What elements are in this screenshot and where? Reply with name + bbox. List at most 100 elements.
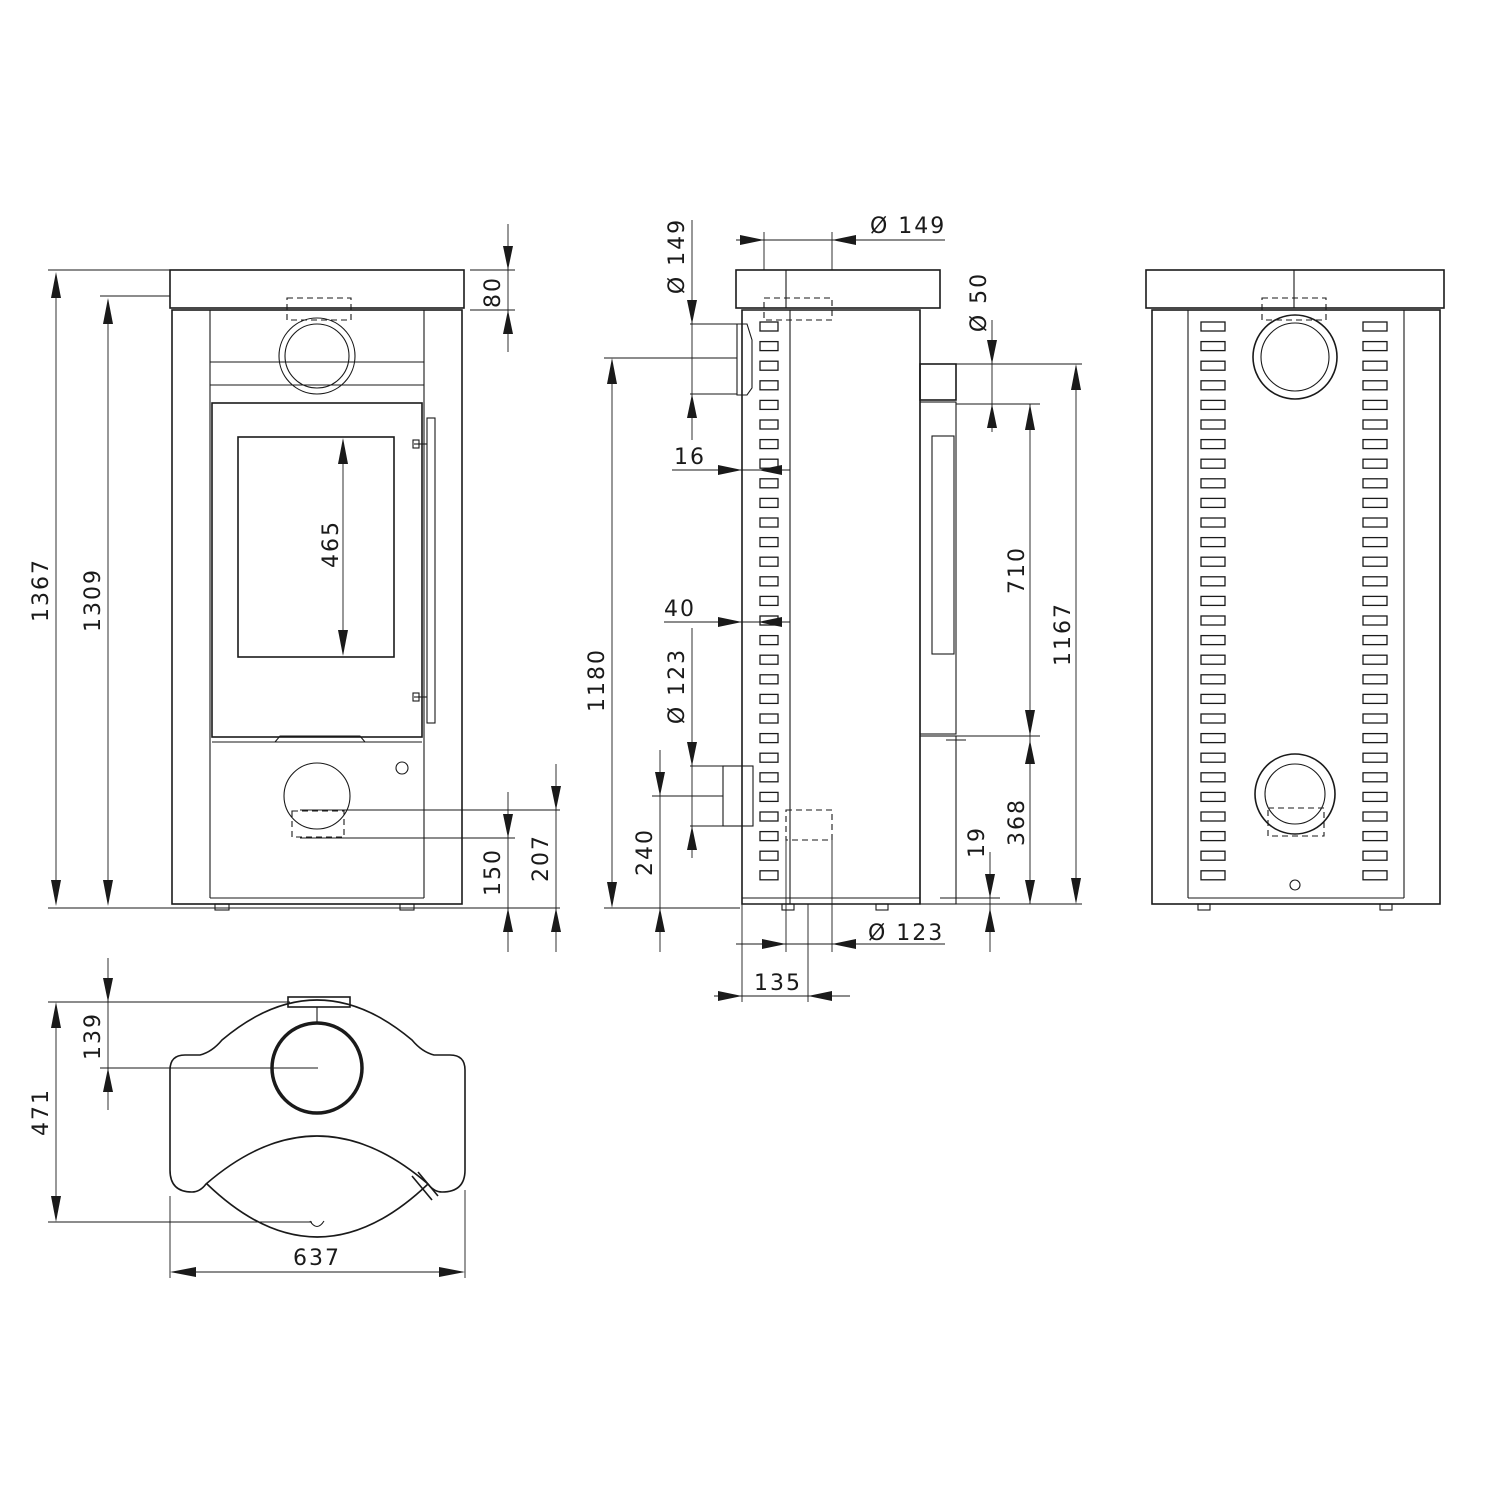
vent-slot (1362, 791, 1388, 803)
vent-slot (1200, 556, 1226, 567)
vent-slot (759, 438, 779, 450)
front-door-handle (426, 417, 436, 724)
vent-slot (759, 478, 779, 489)
vent-slot (1362, 478, 1388, 489)
vent-slot (1362, 595, 1388, 607)
vent-slot (1200, 850, 1226, 861)
vent-slot (1362, 674, 1388, 685)
front-view (169, 269, 465, 911)
side-vent-slots (759, 321, 779, 881)
front-top-plate (169, 269, 465, 309)
vent-slot (759, 654, 779, 665)
dim-plan-flue-offset: 139 (81, 1012, 106, 1060)
dim-foot-height: 19 (965, 826, 990, 858)
vent-slot (1200, 870, 1226, 881)
vent-slot (1362, 576, 1388, 587)
dim-door-height: 710 (1005, 546, 1030, 594)
vent-slot (1200, 595, 1226, 607)
plan-outline (169, 999, 466, 1193)
vent-slot (1362, 340, 1388, 352)
back-top-plate (1145, 269, 1445, 309)
vent-slot (759, 850, 779, 861)
dim-bottom-inlet-diameter: Ø 123 (868, 921, 944, 946)
vent-slot (759, 791, 779, 803)
vent-slot (759, 830, 779, 842)
vent-slot (1362, 615, 1388, 626)
vent-slot (759, 576, 779, 587)
vent-slot (1200, 634, 1226, 646)
side-flue-outlet (736, 323, 753, 396)
front-window (237, 436, 395, 658)
dim-air-inlet-diameter: Ø 123 (665, 648, 690, 724)
dim-total-height: 1367 (29, 558, 54, 622)
vent-slot (759, 419, 779, 430)
vent-slot (1200, 693, 1226, 705)
vent-slot (1362, 693, 1388, 705)
vent-slot (1200, 399, 1226, 411)
dim-offset-40: 40 (664, 597, 696, 622)
vent-slot (1200, 517, 1226, 528)
back-view (1145, 269, 1445, 911)
dim-flue-back-height: 1180 (585, 648, 610, 712)
vent-slot (1362, 536, 1388, 548)
vent-slot (1200, 772, 1226, 783)
vent-slot (759, 517, 779, 528)
vent-slot (1200, 419, 1226, 430)
dim-top-plate: 80 (481, 276, 506, 308)
vent-slot (1362, 419, 1388, 430)
vent-slot (759, 713, 779, 724)
vent-slot (759, 811, 779, 822)
vent-slot (759, 870, 779, 881)
dim-side-total-height: 1167 (1051, 602, 1076, 666)
vent-slot (1362, 713, 1388, 724)
vent-slot (1362, 811, 1388, 822)
vent-slot (1200, 791, 1226, 803)
dim-plan-depth: 471 (29, 1088, 54, 1136)
dim-side-air-inlet-height: 240 (633, 828, 658, 876)
back-vent-slots (1200, 321, 1388, 881)
vent-slot (759, 536, 779, 548)
front-lock-icon (395, 761, 409, 775)
vent-slot (759, 772, 779, 783)
dim-small-pipe-diameter: Ø 50 (967, 272, 992, 332)
vent-slot (759, 693, 779, 705)
dim-window-height: 465 (319, 520, 344, 568)
vent-slot (1200, 752, 1226, 763)
dimension-lines (48, 220, 1082, 1278)
vent-slot (759, 595, 779, 607)
vent-slot (759, 380, 779, 391)
side-air-inlet (722, 765, 754, 827)
back-flue-outlet (1252, 314, 1338, 400)
vent-slot (1200, 830, 1226, 842)
plan-view (169, 996, 466, 1238)
vent-slot (1362, 654, 1388, 665)
vent-slot (1362, 772, 1388, 783)
side-body (741, 309, 921, 905)
dim-offset-16: 16 (674, 445, 706, 470)
front-door (211, 402, 423, 738)
vent-slot (759, 399, 779, 411)
vent-slot (1200, 536, 1226, 548)
dim-flue-top-diameter: Ø 149 (870, 214, 946, 239)
vent-slot (1200, 674, 1226, 685)
vent-slot (759, 360, 779, 371)
vent-slot (759, 752, 779, 763)
dim-ash-height: 368 (1005, 798, 1030, 846)
vent-slot (1200, 458, 1226, 469)
vent-slot (1362, 870, 1388, 881)
vent-slot (1362, 438, 1388, 450)
side-view (722, 269, 966, 911)
vent-slot (759, 732, 779, 744)
vent-slot (1200, 360, 1226, 371)
vent-slot (1362, 517, 1388, 528)
front-air-inlet-ring (283, 762, 351, 830)
vent-slot (1362, 360, 1388, 371)
vent-slot (1200, 732, 1226, 744)
dim-bottom-inlet-offset: 135 (754, 971, 802, 996)
vent-slot (759, 556, 779, 567)
dim-air-inlet-top: 207 (529, 834, 554, 882)
vent-slot (759, 497, 779, 509)
front-body (171, 309, 463, 905)
vent-slot (1362, 850, 1388, 861)
